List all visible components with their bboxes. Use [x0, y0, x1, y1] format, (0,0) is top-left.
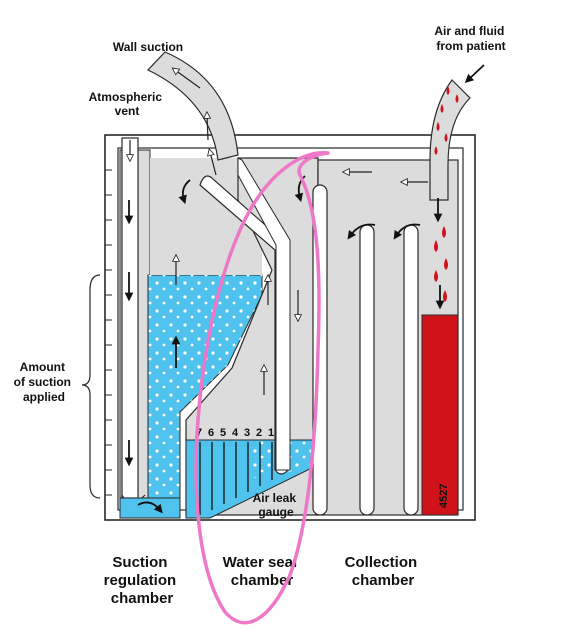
label-air-leak-gauge: Air leak gauge — [253, 491, 300, 519]
label-suction-chamber: Suction regulation chamber — [104, 554, 181, 607]
gauge-number: 5 — [220, 427, 226, 439]
label-amount-suction-line-3: applied — [23, 390, 65, 404]
label-atmospheric-vent-line-1: Atmospheric — [89, 90, 163, 104]
wall-suction-tube — [147, 51, 239, 161]
label-suction-chamber-line-3: chamber — [111, 590, 174, 607]
suction-bottom-water — [119, 497, 181, 519]
device-code: 4527 — [438, 484, 450, 508]
suction-scale — [105, 169, 112, 496]
vent-tube — [121, 137, 139, 499]
gauge-number: 6 — [208, 427, 214, 439]
flow-arrows-open — [130, 70, 428, 395]
pink-annotation-loop — [194, 151, 330, 625]
gauge-number: 7 — [196, 427, 202, 439]
label-air-fluid-line-2: from patient — [436, 39, 505, 53]
label-amount-suction-line-2: of suction — [14, 375, 71, 389]
collected-fluid — [421, 314, 459, 516]
label-collection-chamber-line-1: Collection — [345, 554, 418, 571]
suction-water-bubbles — [120, 275, 262, 518]
patient-tube — [429, 79, 471, 201]
label-suction-chamber-line-2: regulation — [104, 572, 177, 589]
label-collection-chamber-line-2: chamber — [352, 572, 415, 589]
gauge-number: 4 — [232, 427, 239, 439]
collection-divider-c — [403, 224, 419, 516]
label-suction-chamber-line-1: Suction — [112, 554, 167, 571]
label-wall-suction: Wall suction — [113, 40, 183, 54]
label-atmospheric-vent-line-2: vent — [115, 104, 140, 118]
gauge-number: 2 — [256, 427, 262, 439]
gauge-number: 1 — [268, 427, 274, 439]
label-air-leak-gauge-line-2: gauge — [258, 505, 294, 519]
label-water-seal-chamber-line-2: chamber — [231, 572, 294, 589]
label-collection-chamber: Collection chamber — [345, 554, 422, 589]
gauge-numbers: 7 6 5 4 3 2 1 — [196, 427, 274, 439]
gauge-lines — [199, 442, 273, 515]
water-seal-divider — [237, 157, 291, 471]
label-water-seal-chamber: Water seal chamber — [223, 554, 302, 589]
label-water-seal-chamber-line-1: Water seal — [223, 554, 297, 571]
collection-divider-a — [312, 184, 328, 516]
flow-arrows-solid — [124, 64, 485, 514]
collection-divider-b — [359, 224, 375, 516]
label-amount-suction: Amount of suction applied — [14, 360, 75, 404]
label-atmospheric-vent: Atmospheric vent — [89, 90, 166, 118]
gauge-number: 3 — [244, 427, 250, 439]
label-air-fluid-line-1: Air and fluid — [434, 24, 504, 38]
label-air-leak-gauge-line-1: Air leak — [253, 491, 297, 505]
blood-drops — [434, 86, 459, 302]
label-amount-suction-line-1: Amount — [20, 360, 65, 374]
label-air-fluid: Air and fluid from patient — [434, 24, 507, 53]
suction-bracket — [81, 274, 101, 499]
